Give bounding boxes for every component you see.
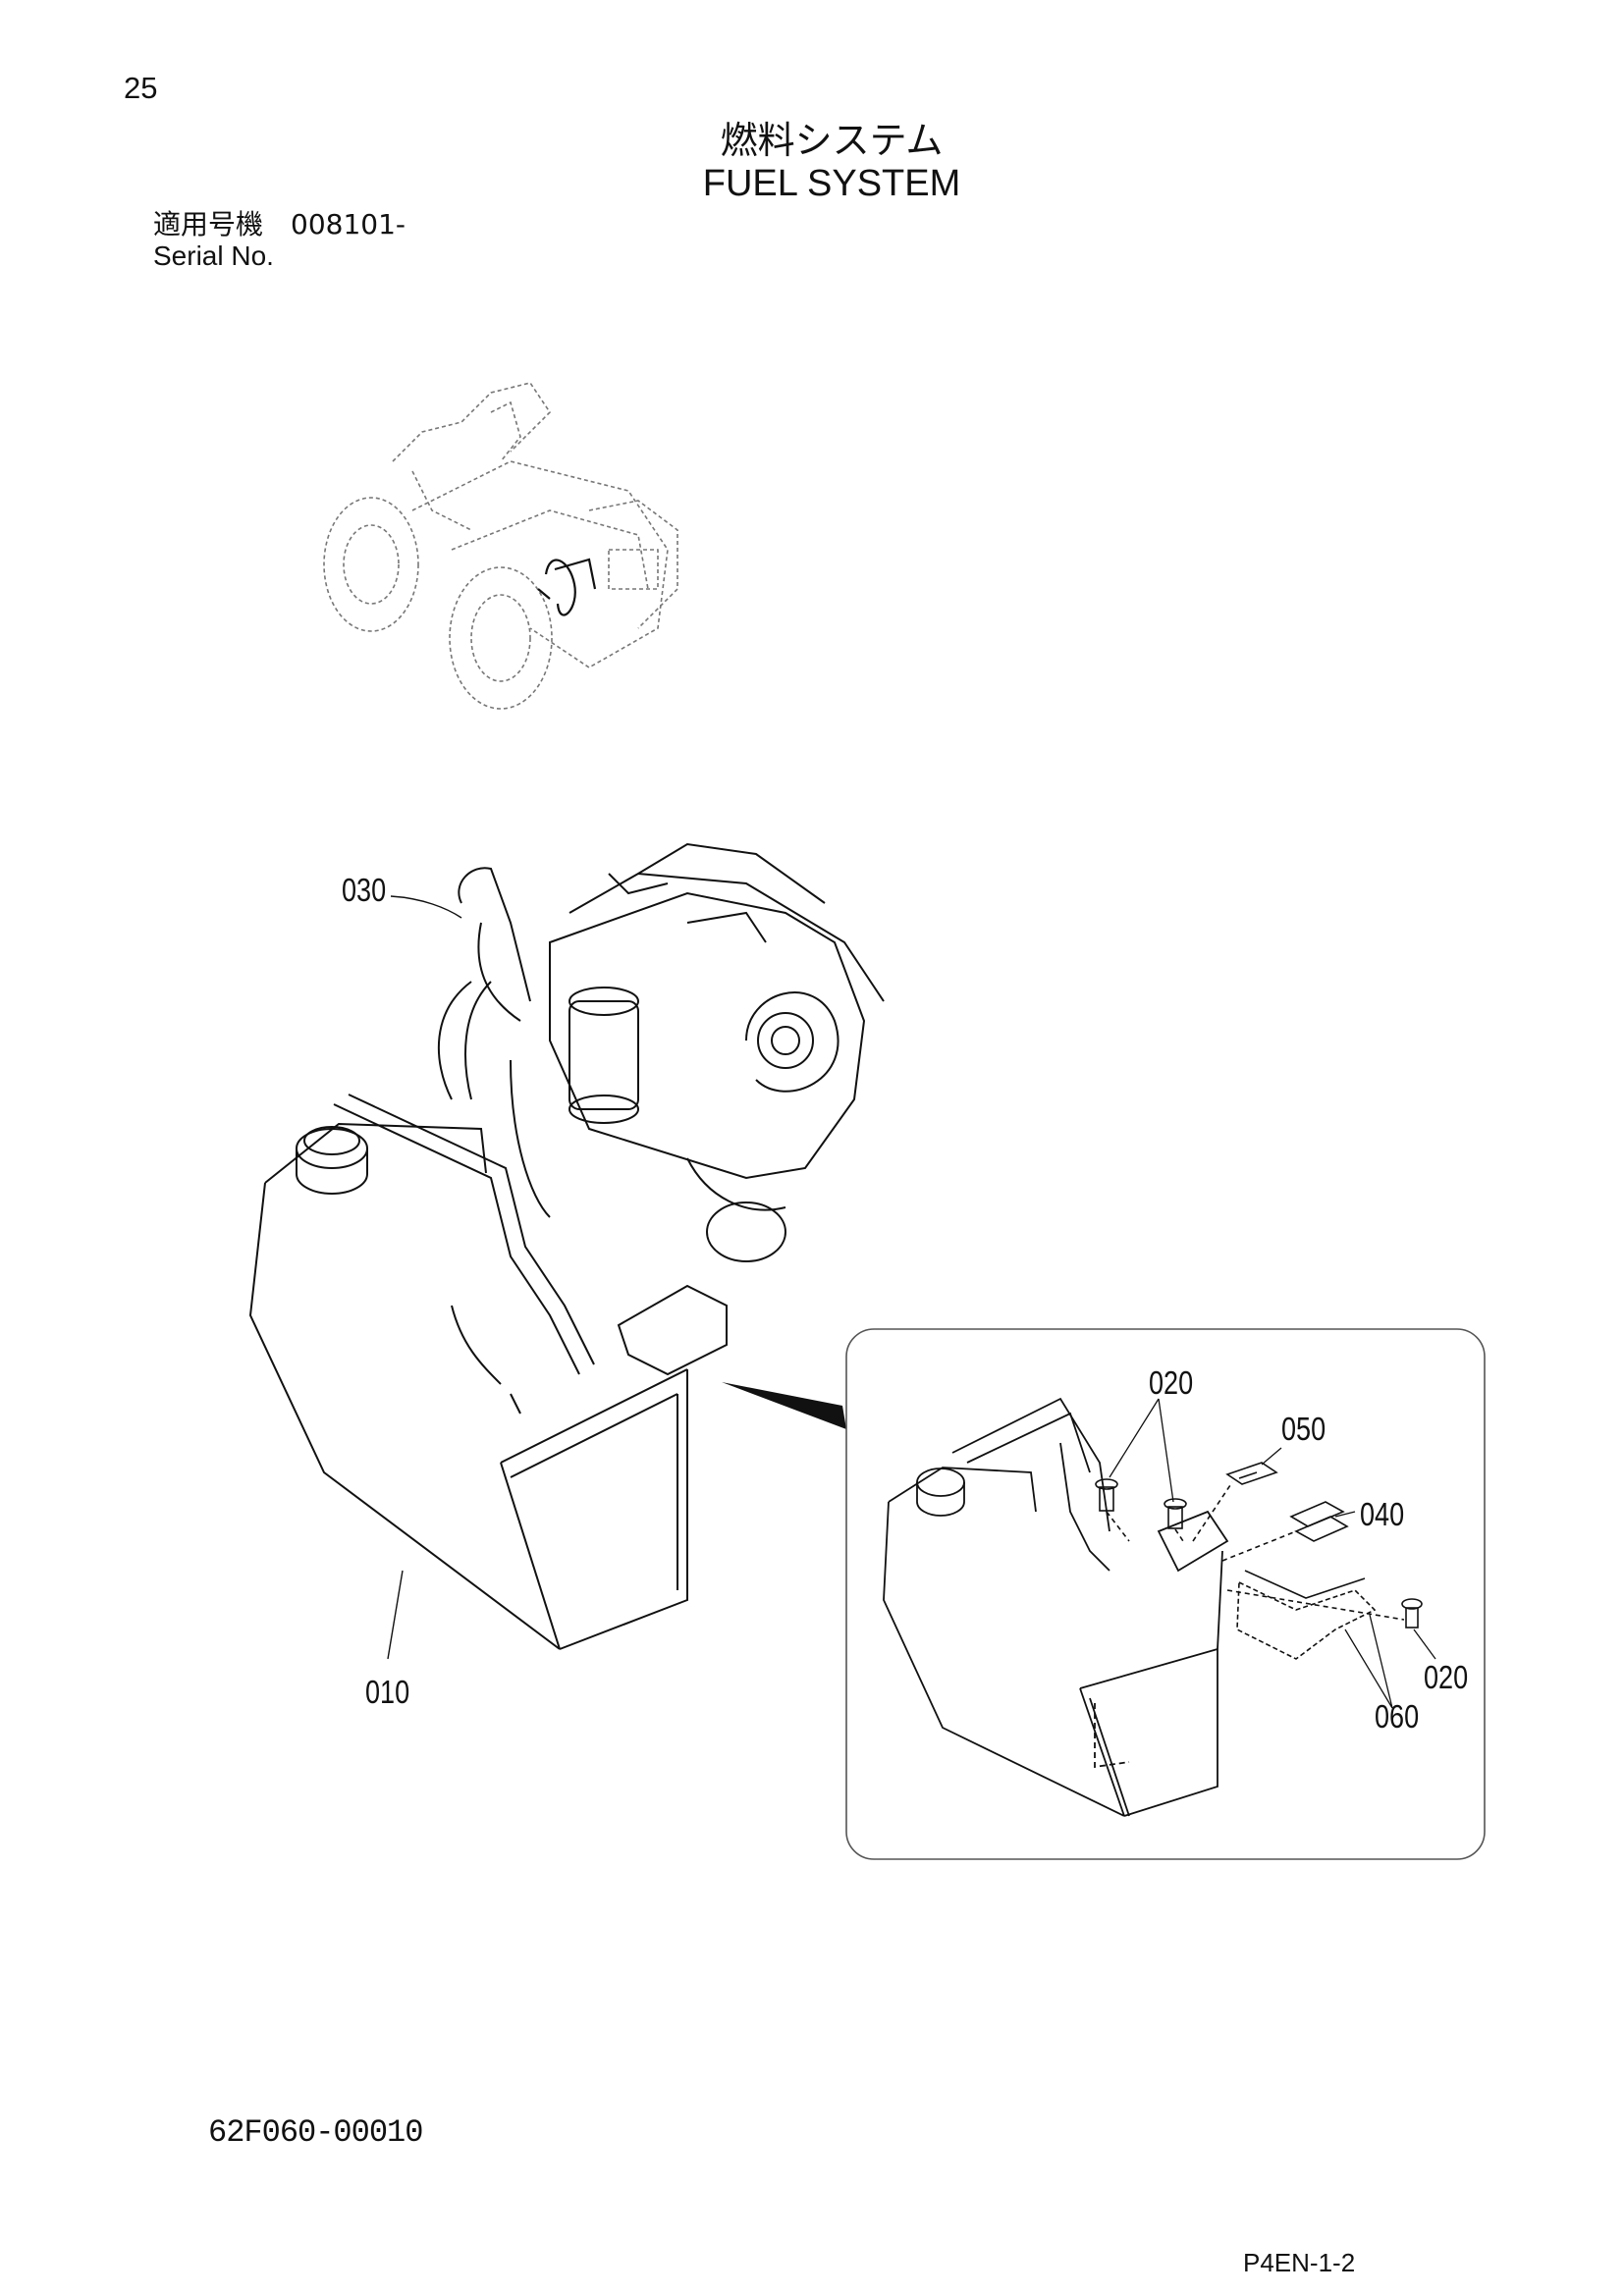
footer-reference: P4EN-1-2 (1243, 2248, 1356, 2277)
page-title-japanese: 燃料システム (720, 119, 944, 162)
fuel-tank-detail (883, 1397, 1229, 1817)
engine-illustration (437, 842, 885, 1262)
page-title: FUEL SYSTEM (702, 163, 961, 204)
callout-050: 050 (1281, 1411, 1326, 1447)
tractor-highlight (537, 558, 597, 616)
detail-leader-lines (1109, 1398, 1436, 1709)
serial-range-label: 適用号機 008101- (153, 208, 406, 240)
callout-010: 010 (365, 1674, 410, 1710)
fuel-tank-main (248, 1094, 728, 1650)
serial-number-label: Serial No. (153, 240, 274, 271)
callout-060: 060 (1375, 1698, 1420, 1735)
callout-030: 030 (342, 872, 387, 908)
drawing-code: 62F060-00010 (208, 2114, 423, 2151)
callout-020-bottom: 020 (1424, 1659, 1469, 1695)
callout-040: 040 (1360, 1496, 1405, 1532)
callout-020-top: 020 (1149, 1364, 1194, 1401)
page-number: 25 (124, 71, 158, 105)
tractor-locator-sketch (323, 382, 678, 710)
detail-inset-frame (845, 1328, 1486, 1860)
main-leader-lines (387, 895, 462, 1660)
detail-pointer-arrow (722, 1382, 846, 1429)
detail-small-parts (1095, 1462, 1423, 1660)
